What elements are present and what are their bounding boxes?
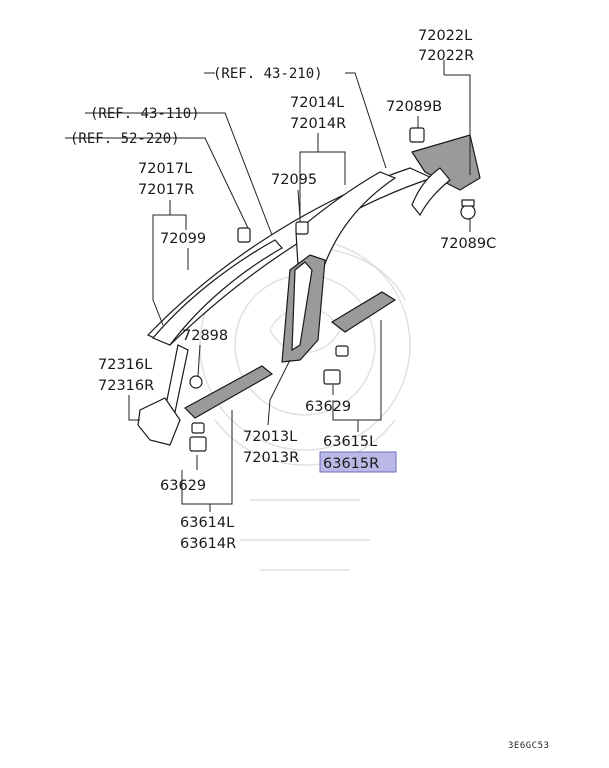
clip-72095 [295,221,309,235]
label-72316l: 72316L [98,357,152,373]
label-72089b: 72089B [386,99,442,115]
label-72014r: 72014R [290,116,346,132]
ref-43-210: (REF. 43-210) [213,66,323,82]
label-72099: 72099 [160,231,206,247]
clip-72089b [409,127,425,143]
rear-pillar-trim-72022 [411,134,481,217]
label-63615r: 63615R [323,456,379,472]
label-72095: 72095 [271,172,317,188]
label-72898: 72898 [182,328,228,344]
leader-lines [65,60,471,512]
ref-52-220: (REF. 52-220) [70,131,180,147]
labels: (REF. 43-210) (REF. 43-110) (REF. 52-220… [70,28,549,751]
label-72013r: 72013R [243,450,299,466]
clip-72089c [460,199,476,220]
label-72089c: 72089C [440,236,496,252]
clip-72099 [237,227,251,243]
kick-panel-72316 [137,397,181,446]
ref-43-110: (REF. 43-110) [90,106,200,122]
center-pillar-trim-72013 [281,254,326,363]
scuff-plate-63615 [330,291,397,333]
scuff-plate-63614 [184,365,274,419]
diagram-code: 3E6GC53 [508,741,549,751]
fastener-63629-b [189,422,207,452]
label-72017r: 72017R [138,182,194,198]
fastener-63629-a [323,345,349,385]
label-63629-right: 63629 [305,399,351,415]
label-63614r: 63614R [180,536,236,552]
label-72017l: 72017L [138,161,192,177]
label-72014l: 72014L [290,95,344,111]
label-63614l: 63614L [180,515,234,531]
highlight-63615r [319,451,397,473]
a-pillar-trim-72017 [152,239,283,413]
label-72022l: 72022L [418,28,472,44]
label-72316r: 72316R [98,378,154,394]
label-72013l: 72013L [243,429,297,445]
label-63629-left: 63629 [160,478,206,494]
clip-72898 [189,375,203,389]
label-72022r: 72022R [418,48,474,64]
label-63615l: 63615L [323,434,377,450]
